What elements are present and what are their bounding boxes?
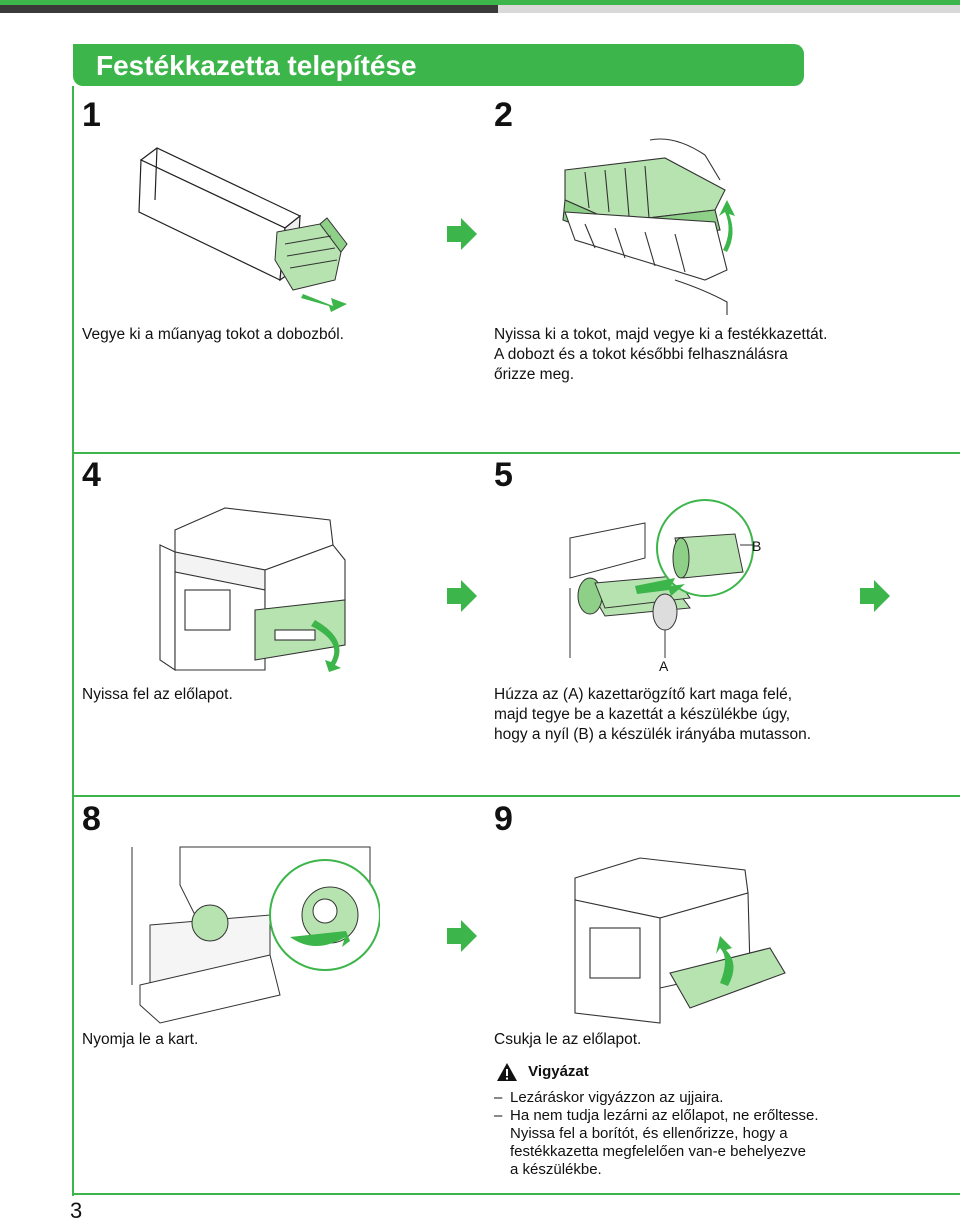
- step-4-illustration: [159, 507, 346, 672]
- top-bar-accent: [0, 0, 960, 5]
- label-b: B: [752, 538, 762, 554]
- step-2-illustration: [562, 138, 735, 315]
- step-number-5: 5: [494, 456, 513, 494]
- arrow-right-icon: [447, 580, 477, 612]
- step-number-1: 1: [82, 96, 101, 134]
- caution-item: – Ha nem tudja lezárni az előlapot, ne e…: [494, 1107, 819, 1178]
- step-8-illustration: [131, 846, 380, 1024]
- arrow-right-icon: [860, 580, 890, 612]
- step-1-caption: Vegye ki a műanyag tokot a dobozból.: [82, 326, 344, 343]
- label-a: A: [659, 658, 669, 674]
- caution-title: Vigyázat: [528, 1062, 589, 1080]
- arrow-right-icon: [447, 920, 477, 952]
- step-5-illustration: [569, 499, 754, 658]
- section-left-border: [72, 86, 74, 1196]
- page-number: 3: [70, 1198, 83, 1223]
- step-number-2: 2: [494, 96, 513, 134]
- step-number-9: 9: [494, 800, 513, 838]
- warning-icon: [497, 1063, 517, 1081]
- section-divider-1: [72, 452, 960, 454]
- step-9-illustration: [574, 857, 786, 1024]
- step-5-caption: Húzza az (A) kazettarögzítő kart maga fe…: [494, 686, 812, 743]
- arrow-right-icon: [447, 218, 477, 250]
- step-number-8: 8: [82, 800, 101, 838]
- caution-list: – Lezáráskor vigyázzon az ujjaira. – Ha …: [494, 1089, 819, 1179]
- step-2-caption: Nyissa ki a tokot, majd vegye ki a festé…: [494, 326, 828, 383]
- section-divider-2: [72, 795, 960, 797]
- step-8-caption: Nyomja le a kart.: [82, 1031, 199, 1048]
- step-4-caption: Nyissa fel az előlapot.: [82, 686, 233, 703]
- step-1-illustration: [138, 147, 348, 312]
- caution-heading: Vigyázat: [496, 1062, 589, 1082]
- caution-item: – Lezáráskor vigyázzon az ujjaira.: [494, 1089, 724, 1106]
- step-number-4: 4: [82, 456, 101, 494]
- page-title: Festékkazetta telepítése: [96, 50, 417, 81]
- step-9-caption: Csukja le az előlapot.: [494, 1031, 642, 1048]
- title-banner: Festékkazetta telepítése: [73, 44, 804, 86]
- section-divider-bottom: [72, 1193, 960, 1195]
